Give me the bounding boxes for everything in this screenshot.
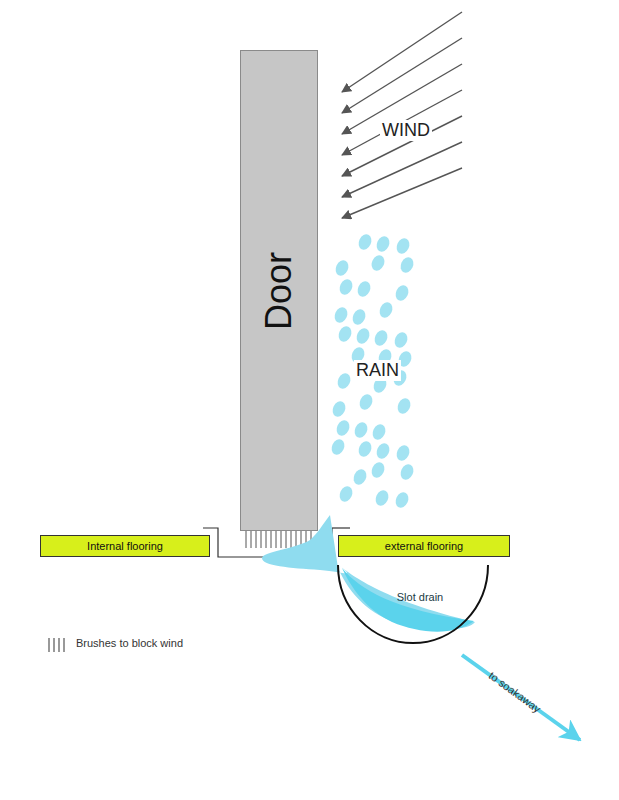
wind-arrows — [342, 12, 462, 218]
threshold-lip — [332, 527, 350, 528]
rain-drop — [330, 399, 348, 419]
brush-bristle — [291, 531, 292, 548]
rain-drop — [356, 439, 374, 459]
rain-drop — [355, 279, 373, 299]
node-label: external flooring — [385, 540, 463, 552]
node-label: Internal flooring — [87, 540, 163, 552]
rain-drop — [374, 441, 392, 461]
rain-drop — [357, 392, 375, 412]
rain-drop — [332, 305, 350, 325]
rain-drop — [372, 328, 390, 348]
rain-drop — [373, 488, 391, 508]
brush-bristle — [296, 531, 297, 548]
rain-drop — [370, 422, 388, 442]
legend-brush-sample — [49, 638, 64, 652]
rain-drop — [369, 253, 387, 273]
rain-drop — [329, 437, 347, 457]
rain-drop — [352, 420, 370, 440]
rain-drop — [333, 258, 351, 278]
door-label: Door — [258, 251, 300, 329]
wind-label: WIND — [380, 120, 432, 141]
slot-drain-outline — [336, 565, 490, 645]
soakaway-arrow — [462, 655, 580, 740]
slot-drain: Slot drain — [336, 565, 490, 645]
brush-bristle — [271, 531, 272, 548]
water-flow — [262, 515, 475, 629]
brush-bristle — [286, 531, 287, 548]
flooring-board: external flooring — [338, 535, 510, 557]
legend-text: Brushes to block wind — [74, 637, 185, 649]
rain-drop — [334, 418, 352, 438]
rain-drop — [337, 277, 355, 297]
brush-bristle — [261, 531, 262, 548]
flooring-board: Internal flooring — [40, 535, 210, 557]
brush-bristle — [251, 531, 252, 548]
rain-drop — [337, 484, 355, 504]
wind-arrow — [342, 12, 462, 92]
rain-drop — [393, 490, 411, 510]
rain-drop — [393, 283, 411, 303]
wind-arrow — [342, 116, 462, 176]
door-panel: Door — [240, 50, 318, 531]
rain-drop — [377, 300, 395, 320]
wind-arrow — [342, 168, 462, 218]
rain-drops — [329, 232, 416, 510]
rain-label: RAIN — [354, 360, 401, 381]
brush-bristle — [276, 531, 277, 548]
rain-drop — [369, 460, 387, 480]
brush-bristle — [266, 531, 267, 548]
rain-drop — [336, 324, 354, 344]
rain-drop — [356, 232, 374, 252]
rain-drop — [398, 462, 416, 482]
wind-arrow — [342, 38, 462, 113]
rain-drop — [398, 255, 416, 275]
rain-drop — [394, 443, 412, 463]
brush-bristle — [246, 531, 247, 548]
soakaway-label: to soakaway — [485, 668, 545, 716]
rain-drop — [351, 467, 369, 487]
node-label: Slot drain — [397, 591, 443, 603]
rain-drop — [354, 326, 372, 346]
rain-drop — [335, 371, 353, 391]
rain-drop — [374, 234, 392, 254]
rain-drop — [394, 236, 412, 256]
rain-drop — [395, 396, 413, 416]
brush-bristle — [256, 531, 257, 548]
wind-arrow — [342, 142, 462, 197]
rain-drop — [350, 307, 368, 327]
rain-drop — [392, 330, 410, 350]
brush-bristle — [281, 531, 282, 548]
